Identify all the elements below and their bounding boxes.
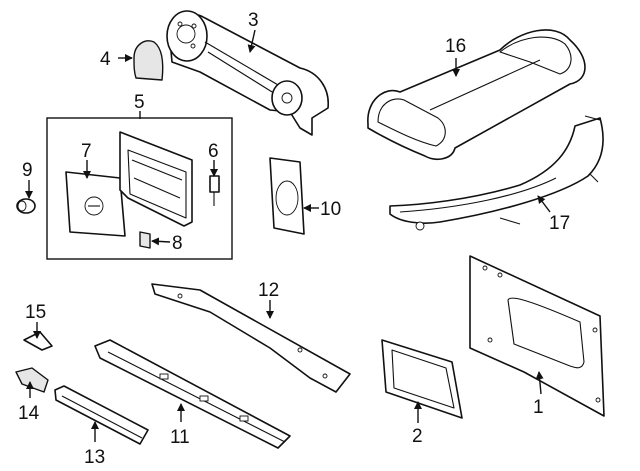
part-14-clip (15, 367, 49, 393)
callout-8: 8 (172, 233, 183, 254)
callout-16: 16 (445, 36, 466, 57)
part-11-rail (94, 339, 291, 449)
callout-14: 14 (18, 403, 40, 424)
callout-12: 12 (258, 280, 279, 301)
part-10-panel (269, 157, 305, 235)
callout-10: 10 (320, 199, 341, 220)
callout-2: 2 (412, 426, 423, 447)
leader-1 (535, 371, 544, 395)
part-13-strip (54, 385, 149, 445)
part-17-lower-cover (389, 115, 604, 231)
part-16-top-cover (367, 29, 586, 161)
callout-4: 4 (100, 49, 111, 70)
callout-9: 9 (22, 160, 33, 181)
callout-13: 13 (84, 447, 105, 468)
part-3-rollbar-housing (166, 10, 329, 136)
part-1-rear-panel (469, 255, 605, 417)
part-5-frame-bracket (119, 131, 193, 227)
part-9-knob (16, 198, 36, 214)
callout-17: 17 (549, 213, 570, 234)
part-2-gasket (381, 339, 463, 419)
callout-11: 11 (170, 427, 190, 448)
leader-8 (151, 237, 171, 246)
leader-lines (25, 29, 551, 442)
part-7-cover-plate (65, 171, 126, 237)
callout-5: 5 (134, 92, 145, 113)
leader-3 (247, 29, 256, 53)
part-6-connector (209, 175, 220, 206)
part-8-clip (139, 231, 151, 249)
callout-labels: 1 2 3 4 5 6 7 8 9 10 11 12 13 14 15 16 1… (18, 10, 570, 468)
part-15-clip (23, 331, 53, 351)
callout-6: 6 (208, 141, 219, 162)
callout-3: 3 (248, 10, 259, 31)
callout-1: 1 (533, 397, 544, 418)
callout-15: 15 (25, 302, 46, 323)
callout-7: 7 (81, 141, 92, 162)
leader-17 (537, 195, 551, 213)
part-12-bracket (151, 283, 351, 393)
part-4-end-cap (133, 40, 164, 81)
